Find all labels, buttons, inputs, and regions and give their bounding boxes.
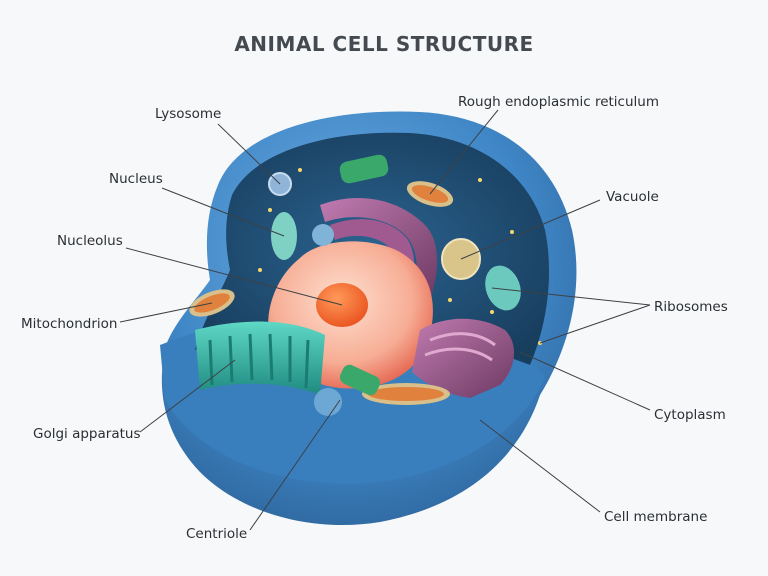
label-vacuole: Vacuole [606, 189, 659, 205]
leader-line-golgi [139, 359, 236, 433]
leader-line-lysosome [217, 123, 281, 185]
leader-line-centriole [249, 399, 341, 531]
label-rough-er: Rough endoplasmic reticulum [458, 94, 659, 110]
leader-line-cytoplasm [519, 351, 651, 411]
label-cell-membrane: Cell membrane [604, 509, 708, 525]
leader-line-cell-membrane [479, 419, 601, 513]
leader-line-mitochondrion [119, 302, 213, 323]
leader-line-rough-er [429, 109, 499, 195]
label-lysosome: Lysosome [155, 106, 222, 122]
leader-line-ribosomes-1 [491, 287, 651, 306]
label-ribosomes: Ribosomes [654, 299, 728, 315]
leader-line-ribosomes-2 [539, 304, 651, 344]
label-centriole: Centriole [186, 526, 248, 542]
leader-lines [119, 109, 651, 531]
centriole-shape [339, 154, 389, 396]
vacuole-shape [271, 212, 521, 416]
leader-line-nucleolus [125, 247, 343, 306]
label-cytoplasm: Cytoplasm [654, 407, 726, 423]
diagram-title: ANIMAL CELL STRUCTURE [234, 32, 534, 56]
label-nucleus: Nucleus [109, 171, 163, 187]
ribosomes-dots [258, 168, 542, 345]
label-mitochondrion: Mitochondrion [21, 316, 118, 332]
leader-line-vacuole [460, 199, 601, 260]
label-golgi-apparatus: Golgi apparatus [33, 426, 141, 442]
golgi-apparatus-shape [195, 321, 325, 395]
label-nucleolus: Nucleolus [57, 233, 123, 249]
leader-line-nucleus [161, 187, 285, 237]
rough-er-shape [320, 197, 437, 300]
